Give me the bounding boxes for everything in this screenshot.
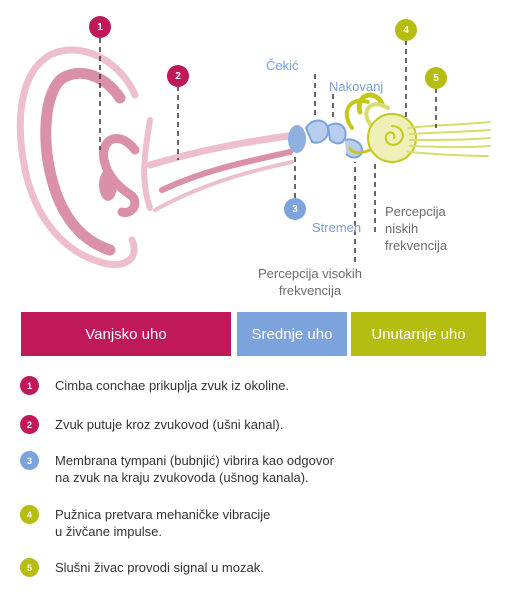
marker-badge: 4 — [395, 19, 417, 41]
step-1: 1 Cimba conchae prikuplja zvuk iz okolin… — [20, 376, 385, 395]
label-low-frequency: Percepcija niskih frekvencija — [385, 204, 448, 253]
ear-anatomy-diagram — [16, 38, 491, 269]
leader-lines — [99, 38, 437, 262]
marker-badge: 5 — [425, 67, 447, 89]
step-number: 2 — [20, 415, 39, 434]
marker-3: 3 — [284, 198, 306, 220]
bar-middle-ear: Srednje uho — [237, 312, 347, 356]
ossicles — [304, 119, 364, 159]
eardrum — [288, 125, 306, 153]
step-2: 2 Zvuk putuje kroz zvukovod (ušni kanal)… — [20, 415, 385, 434]
label-nakovanj: Nakovanj — [329, 79, 384, 94]
step-4: 4 Pužnica pretvara mehaničke vibracije u… — [20, 505, 385, 540]
step-text: Zvuk putuje kroz zvukovod (ušni kanal). — [55, 417, 284, 432]
marker-badge: 2 — [167, 65, 189, 87]
bar-outer-ear: Vanjsko uho — [21, 312, 231, 356]
step-text: Cimba conchae prikuplja zvuk iz okoline. — [55, 378, 290, 393]
marker-badge: 3 — [284, 198, 306, 220]
cochlea — [344, 92, 417, 163]
marker-badge: 1 — [89, 16, 111, 38]
step-number: 1 — [20, 376, 39, 395]
outer-ear-shape — [16, 46, 153, 269]
ear-canal — [146, 132, 294, 212]
bar-inner-ear: Unutarnje uho — [351, 312, 486, 356]
step-text: Slušni živac provodi signal u mozak. — [55, 560, 264, 575]
earlobe-fold — [99, 169, 117, 201]
step-number: 4 — [20, 505, 39, 524]
label-stremen: Stremen — [312, 220, 362, 235]
marker-2: 2 — [167, 65, 189, 87]
marker-1: 1 — [89, 16, 111, 38]
step-3: 3 Membrana tympani (bubnjić) vibrira kao… — [20, 451, 385, 486]
label-cekic: Čekić — [266, 58, 299, 73]
step-text: Pužnica pretvara mehaničke vibracije u ž… — [55, 507, 271, 539]
step-number: 3 — [20, 451, 39, 470]
label-high-frequency: Percepcija visokih frekvencija — [257, 266, 363, 298]
step-text: Membrana tympani (bubnjić) vibrira kao o… — [55, 453, 334, 485]
marker-4: 4 — [395, 19, 417, 41]
step-number: 5 — [20, 558, 39, 577]
step-5: 5 Slušni živac provodi signal u mozak. — [20, 558, 385, 577]
auditory-nerve — [407, 121, 491, 157]
marker-5: 5 — [425, 67, 447, 89]
